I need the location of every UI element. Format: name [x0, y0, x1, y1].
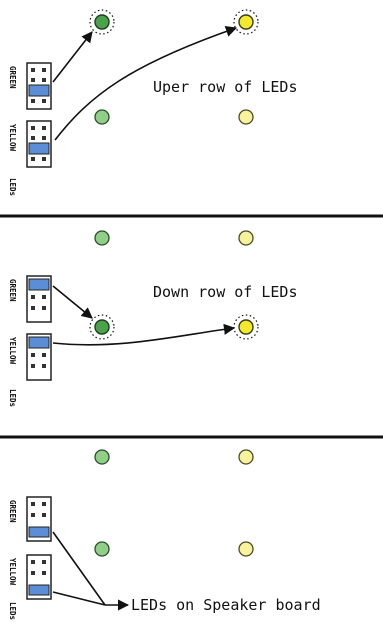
led-yellow-lower	[238, 109, 254, 125]
caption-speaker-board: LEDs on Speaker board	[131, 596, 321, 614]
jumper-cap[interactable]	[28, 584, 50, 596]
label-leds: LEDs	[8, 178, 17, 196]
label-green: GREEN	[8, 500, 17, 523]
led-yellow-lower	[238, 541, 254, 557]
header-yellow[interactable]	[26, 554, 52, 600]
panel-upper-row: GREEN YELLOW LEDs Uper row of LEDs	[8, 9, 298, 196]
jumper-cap[interactable]	[28, 278, 50, 291]
led-yellow-upper	[238, 449, 254, 465]
led-yellow-upper	[238, 230, 254, 246]
header-green[interactable]	[26, 275, 52, 323]
label-green: GREEN	[8, 279, 17, 302]
header-green[interactable]	[26, 496, 52, 542]
label-yellow: YELLOW	[8, 558, 17, 586]
header-yellow[interactable]	[26, 333, 52, 381]
led-green-upper	[94, 230, 110, 246]
label-yellow: YELLOW	[8, 124, 17, 152]
panel-speaker-board: GREEN YELLOW LEDs LEDs on Speaker board	[8, 449, 321, 620]
jumper-cap[interactable]	[28, 526, 50, 538]
led-yellow-upper-lit	[233, 9, 259, 35]
panel-down-row: GREEN YELLOW LEDs Down row of LEDs	[8, 230, 298, 407]
label-yellow: YELLOW	[8, 337, 17, 365]
jumper-cap[interactable]	[28, 142, 50, 155]
arrow-yellow-to-lower-led	[52, 323, 236, 346]
arrow-yellow-to-upper-led	[54, 26, 238, 141]
caption-down-row: Down row of LEDs	[153, 283, 298, 301]
led-green-upper	[94, 449, 110, 465]
arrow-green-to-upper-led	[52, 31, 93, 83]
jumper-cap[interactable]	[28, 336, 50, 349]
led-green-lower	[94, 109, 110, 125]
label-leds: LEDs	[8, 389, 17, 407]
caption-upper-row: Uper row of LEDs	[153, 78, 298, 96]
jumper-cap[interactable]	[28, 84, 50, 97]
arrow-green-to-speaker	[52, 531, 106, 606]
header-yellow[interactable]	[26, 120, 52, 168]
led-green-upper-lit	[89, 9, 115, 35]
header-green[interactable]	[26, 62, 52, 110]
led-green-lower-lit	[89, 314, 115, 340]
arrow-green-to-lower-led	[52, 285, 93, 319]
arrow-yellow-to-speaker	[52, 591, 106, 606]
label-leds: LEDs	[8, 602, 17, 620]
label-green: GREEN	[8, 66, 17, 89]
led-green-lower	[94, 541, 110, 557]
led-yellow-lower-lit	[233, 314, 259, 340]
